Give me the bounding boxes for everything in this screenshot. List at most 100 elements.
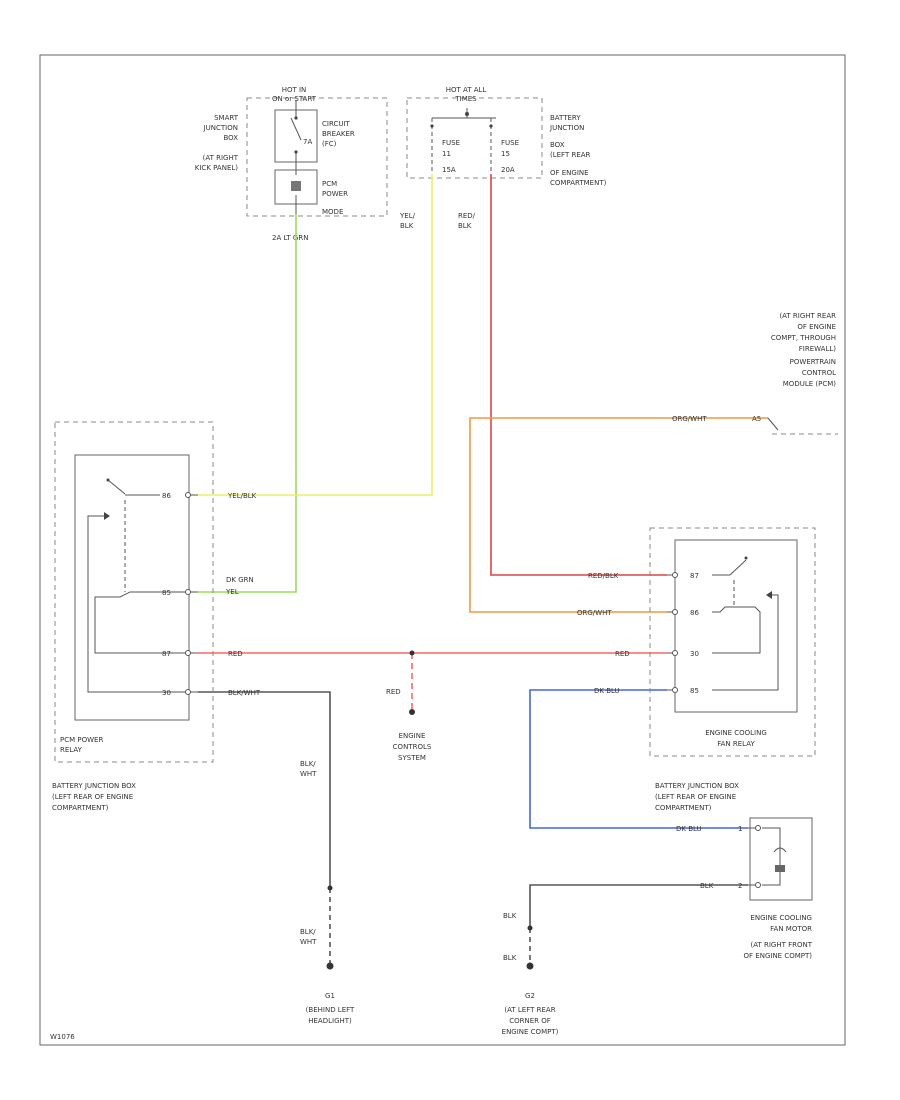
breaker-line-3: (FC) — [322, 140, 337, 148]
pcm-power-line-2: POWER — [322, 190, 348, 198]
right-box-line-3: COMPARTMENT) — [655, 804, 712, 812]
g1-line-2: (BEHIND LEFT — [306, 1006, 355, 1014]
hot-all-line-2: TIMES — [454, 95, 477, 103]
fan-motor-line-4: OF ENGINE COMPT) — [744, 952, 813, 960]
label-dk-grn-2: YEL — [225, 588, 239, 596]
right-box-line-1: BATTERY JUNCTION BOX — [655, 782, 739, 790]
label-yel-blk-h: YEL/BLK — [227, 492, 257, 500]
engine-controls-3: SYSTEM — [398, 754, 426, 762]
pcm-relay-line-2: RELAY — [60, 746, 83, 754]
label-dk-grn-1: DK GRN — [226, 576, 254, 584]
label-red-blk-h: RED/BLK — [588, 572, 619, 580]
ground-g2 — [526, 962, 534, 970]
breaker-line-1: CIRCUIT — [322, 120, 351, 128]
right-pin-87: 87 — [690, 572, 699, 580]
battery-box-line-2: JUNCTION — [549, 124, 584, 132]
hot-all-line-1: HOT AT ALL — [446, 86, 487, 94]
label-blk-g1a-1: BLK/ — [300, 760, 316, 768]
wire-red-blk — [490, 174, 667, 576]
engine-cooling-fan-motor: 1 2 ENGINE COOLING FAN MOTOR (AT RIGHT F… — [738, 817, 813, 960]
label-blk-wht-h: BLK/WHT — [228, 689, 261, 697]
engine-cooling-fan-relay: 87 86 30 85 ENGINE COOLING FAN RELAY BAT… — [649, 527, 816, 812]
left-pin-86: 86 — [162, 492, 171, 500]
pcm-loc-4: FIREWALL) — [799, 345, 837, 353]
splice-g1 — [327, 885, 333, 891]
fan-motor-line-1: ENGINE COOLING — [750, 914, 812, 922]
label-red-blk-2: BLK — [458, 222, 472, 230]
label-blk-g1b-1: BLK/ — [300, 928, 316, 936]
smart-box-line-4: (AT RIGHT — [203, 154, 239, 162]
pcm-loc-1: (AT RIGHT REAR — [779, 312, 836, 320]
left-pin-30: 30 — [162, 689, 171, 697]
label-red-v: RED — [386, 688, 401, 696]
motor-pin-2: 2 — [738, 882, 742, 890]
label-blk-g1b-2: WHT — [300, 938, 317, 946]
smart-junction-box: HOT IN ON or START SMART JUNCTION BOX (A… — [195, 86, 388, 242]
motor-pin-1: 1 — [738, 825, 742, 833]
wire-dk-blu — [529, 689, 748, 829]
hot-in-line-1: HOT IN — [282, 86, 307, 94]
diagram-code: W1076 — [50, 1033, 75, 1041]
wire-org-wht — [469, 417, 768, 613]
pcm-loc-5: POWERTRAIN — [790, 358, 836, 366]
smart-box-line-1: SMART — [214, 114, 239, 122]
pcm-power-line-1: PCM — [322, 180, 337, 188]
label-blk-g2a: BLK — [503, 912, 517, 920]
left-pin-87: 87 — [162, 650, 171, 658]
g1-line-3: HEADLIGHT) — [308, 1017, 352, 1025]
battery-junction-box-top: HOT AT ALL TIMES FUSE 11 15A FUSE 15 20A… — [406, 86, 607, 187]
battery-box-line-4: (LEFT REAR — [550, 151, 591, 159]
g2-line-3: CORNER OF — [509, 1017, 551, 1025]
battery-box-line-1: BATTERY — [550, 114, 581, 122]
ground-g1 — [326, 962, 334, 970]
battery-box-line-5: OF ENGINE — [550, 169, 589, 177]
pcm-loc-6: CONTROL — [802, 369, 836, 377]
breaker-amp: 7A — [303, 138, 312, 146]
left-box-line-2: (LEFT REAR OF ENGINE — [52, 793, 133, 801]
engine-controls-connector — [409, 709, 415, 715]
smart-box-line-3: BOX — [223, 134, 238, 142]
g2-line-2: (AT LEFT REAR — [504, 1006, 555, 1014]
label-blk-motor: BLK — [700, 882, 714, 890]
fan-motor-line-3: (AT RIGHT FRONT — [750, 941, 812, 949]
wire-labels: YEL/ BLK RED/ BLK YEL/BLK DK GRN YEL RED… — [225, 212, 714, 962]
diagram-frame — [39, 54, 846, 1046]
battery-box-line-6: COMPARTMENT) — [550, 179, 607, 187]
right-pin-30: 30 — [690, 650, 699, 658]
smart-box-line-2: JUNCTION — [203, 124, 238, 132]
left-box-line-3: COMPARTMENT) — [52, 804, 109, 812]
engine-controls-1: ENGINE — [399, 732, 426, 740]
splice-red — [409, 650, 415, 656]
right-pin-85: 85 — [690, 687, 699, 695]
pcm-loc-3: COMPT, THROUGH — [771, 334, 836, 342]
label-org-wht-top: ORG/WHT — [672, 415, 707, 423]
wire-blk-motor — [529, 884, 748, 928]
lt-grn-wire-label: 2A LT GRN — [272, 234, 308, 242]
engine-controls-2: CONTROLS — [393, 743, 432, 751]
pcm-relay-line-1: PCM POWER — [60, 736, 103, 744]
smart-box-line-5: KICK PANEL) — [195, 164, 238, 172]
wire-lt-grn — [198, 214, 297, 593]
fan-relay-line-2: FAN RELAY — [717, 740, 755, 748]
pcm-power-line-3: MODE — [322, 208, 343, 216]
fan-motor-line-2: FAN MOTOR — [770, 925, 812, 933]
label-red-blk-1: RED/ — [458, 212, 476, 220]
breaker-line-2: BREAKER — [322, 130, 355, 138]
label-blk-g2b: BLK — [503, 954, 517, 962]
pcm-connector: A5 (AT RIGHT REAR OF ENGINE COMPT, THROU… — [752, 312, 838, 435]
left-box-line-1: BATTERY JUNCTION BOX — [52, 782, 136, 790]
fuse15-line-2: 15 — [501, 150, 510, 158]
label-red-left: RED — [228, 650, 243, 658]
left-pin-85: 85 — [162, 589, 171, 597]
label-yel-blk-1: YEL/ — [399, 212, 416, 220]
battery-box-line-3: BOX — [550, 141, 565, 149]
label-yel-blk-2: BLK — [400, 222, 414, 230]
g2-line-1: G2 — [525, 992, 535, 1000]
pcm-pin: A5 — [752, 415, 761, 423]
label-dk-blu: DK BLU — [594, 687, 620, 695]
label-org-wht-h: ORG/WHT — [577, 609, 612, 617]
fuse11-line-1: FUSE — [442, 139, 460, 147]
fuse15-line-3: 20A — [501, 166, 515, 174]
g2-line-4: ENGINE COMPT) — [502, 1028, 559, 1036]
